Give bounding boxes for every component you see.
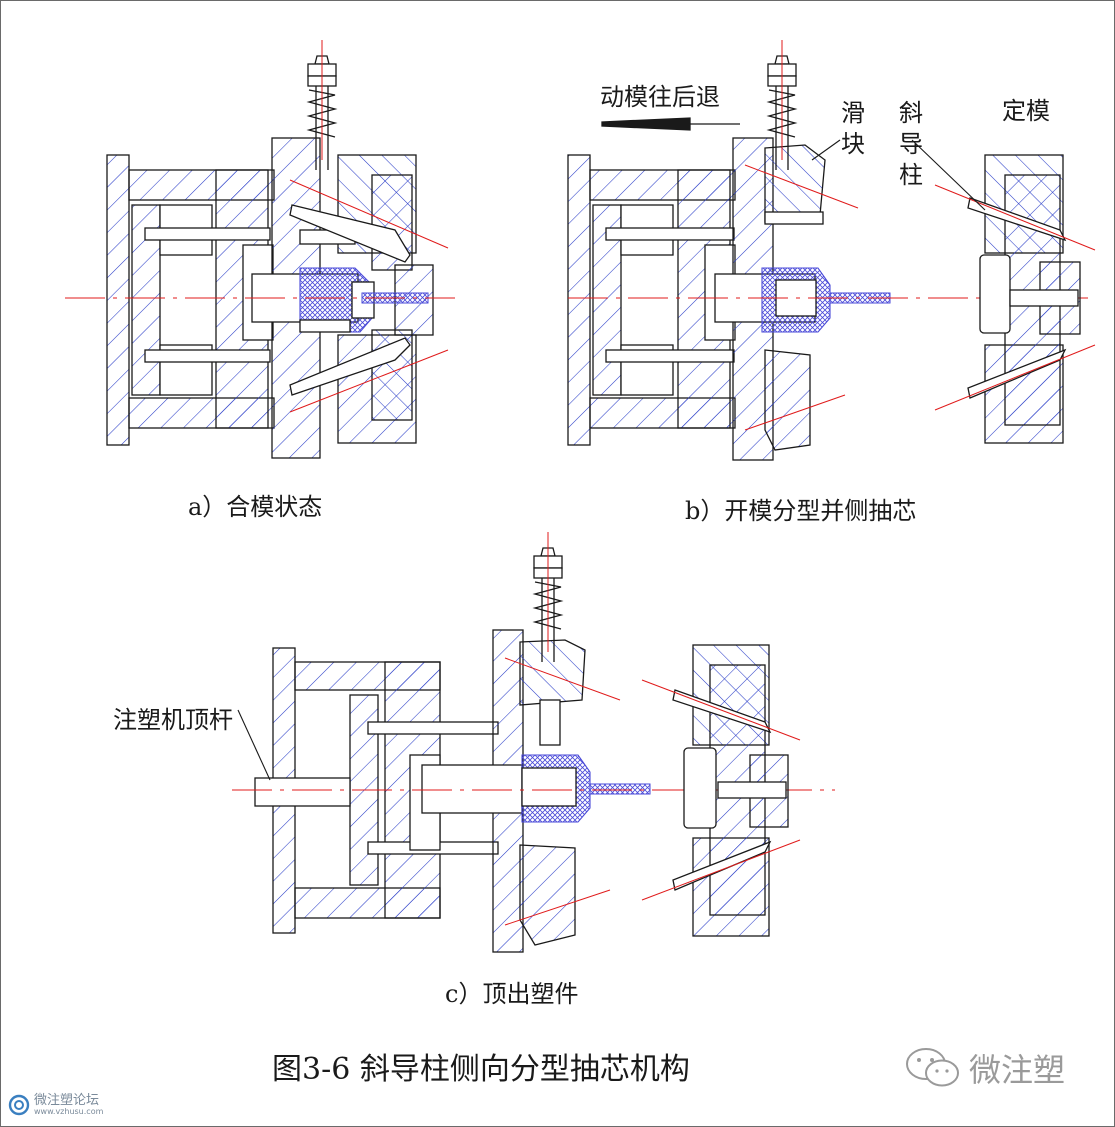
wechat-icon: [906, 1048, 959, 1087]
forum-logo-icon: [8, 1094, 30, 1116]
watermark-left: 微注塑论坛 www.vzhusu.com: [8, 1094, 103, 1116]
diagram-c-eject: [232, 531, 835, 953]
watermark-left-url: www.vzhusu.com: [34, 1107, 104, 1116]
caption-a: a）合模状态: [188, 493, 323, 521]
fixed-mold-label: 定模: [1002, 97, 1050, 125]
ejector-rod-label: 注塑机顶杆: [113, 706, 233, 734]
watermark-right-text: 微注塑: [969, 1051, 1066, 1089]
diagram-a-closed-mold: [65, 39, 455, 459]
watermark-right: 微注塑: [905, 1045, 1065, 1091]
slider-label: 滑块: [841, 99, 865, 158]
caption-b: b）开模分型并侧抽芯: [685, 497, 917, 525]
caption-c: c）顶出塑件: [445, 980, 579, 1008]
diagram-b-open-mold: [567, 39, 1096, 461]
angled-pin-label: 斜导柱: [899, 99, 923, 189]
watermark-left-title: 微注塑论坛: [34, 1093, 100, 1108]
figure-title: 图3-6 斜导柱侧向分型抽芯机构: [272, 1052, 690, 1087]
retreat-label: 动模往后退: [600, 83, 720, 111]
